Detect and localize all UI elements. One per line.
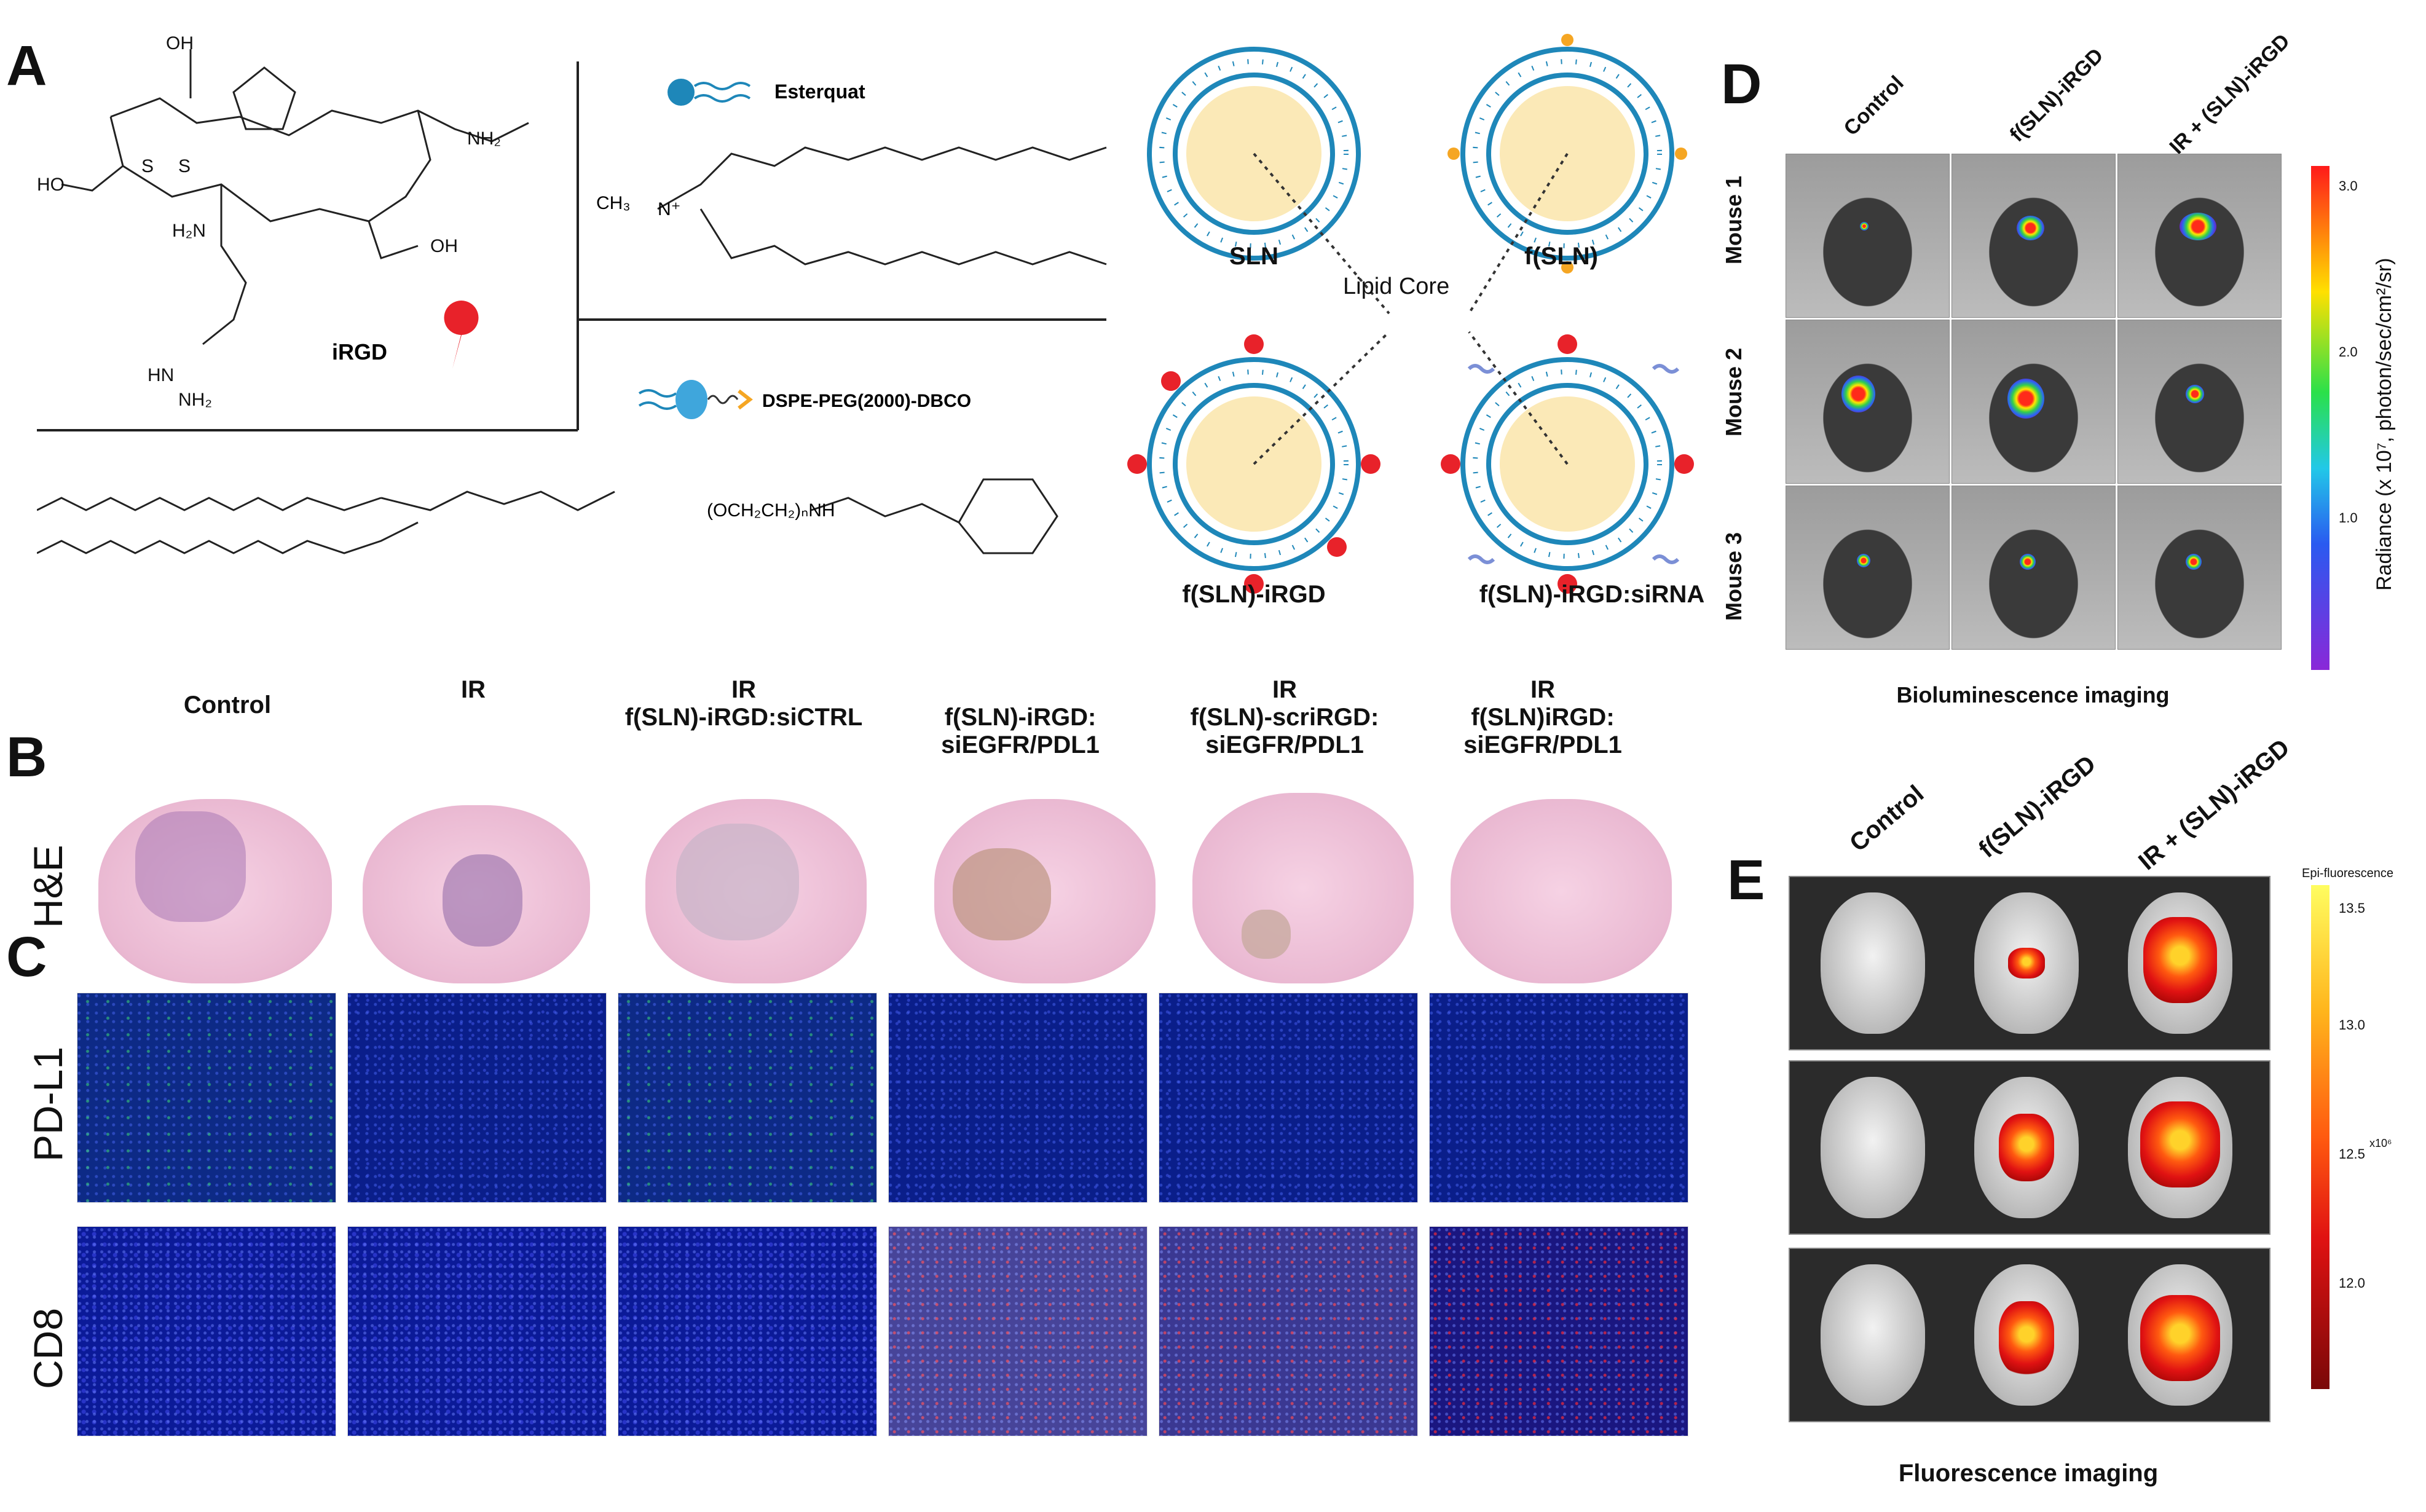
- d-row-mouse1: Mouse 1: [1721, 175, 1746, 264]
- lipid-core-label: Lipid Core: [1343, 274, 1450, 299]
- e-tick-130: 13.0: [2339, 1017, 2365, 1033]
- svg-text:OH: OH: [166, 33, 194, 53]
- cd8-tile-ir-sictrl: [618, 1226, 877, 1436]
- d-row-mouse3: Mouse 3: [1721, 532, 1746, 621]
- he-row-label: H&E: [25, 845, 71, 928]
- svg-text:HO: HO: [37, 175, 65, 195]
- he-section-sieegfr: [934, 799, 1156, 983]
- cd8-tile-ir: [347, 1226, 607, 1436]
- svg-text:S: S: [141, 156, 154, 176]
- e-tick-135: 13.5: [2339, 900, 2365, 916]
- cd8-row-label: CD8: [25, 1307, 71, 1389]
- svg-text:S: S: [178, 156, 191, 176]
- panel-label-a: A: [6, 34, 47, 97]
- dspe-peg-dbco-icon: [638, 380, 753, 419]
- svg-text:H₂N: H₂N: [172, 221, 206, 241]
- cond-sieegfr: f(SLN)-iRGD:siEGFR/PDL1: [941, 704, 1100, 758]
- pdl1-tile-sieegfr: [888, 993, 1148, 1203]
- he-section-ir: [363, 805, 590, 983]
- he-section-scrirgd: [1192, 793, 1414, 983]
- nanoparticle-schematics: [1127, 34, 1694, 594]
- cd8-tile-irgd: [1429, 1226, 1688, 1436]
- e-tick-125: 12.5: [2339, 1146, 2365, 1162]
- e-row1: [1789, 876, 2270, 1050]
- he-section-ir-sictrl: [645, 799, 867, 983]
- np-label-fsln: f(SLN): [1524, 243, 1598, 270]
- mouse3-ir-sln-irgd: [2117, 486, 2282, 650]
- cd8-tile-scrirgd: [1159, 1226, 1418, 1436]
- mouse2-fsln-irgd: [1951, 320, 2116, 484]
- d-col-control: Control: [1839, 71, 1908, 141]
- e-colorbar: [2311, 885, 2330, 1389]
- panel-label-c: C: [6, 926, 47, 988]
- d-colorbar-tick-1: 1.0: [2339, 510, 2358, 526]
- pdl1-row-label: PD-L1: [25, 1046, 71, 1162]
- fsln-particle: [1447, 34, 1687, 274]
- panel-label-b: B: [6, 726, 47, 789]
- panel-label-e: E: [1727, 849, 1765, 912]
- d-colorbar-tick-3: 3.0: [2339, 178, 2358, 194]
- mouse2-ir-sln-irgd: [2117, 320, 2282, 484]
- mouse2-control: [1786, 320, 1950, 484]
- irgd-label: iRGD: [332, 339, 387, 364]
- he-section-control: [98, 799, 332, 983]
- panel-label-d: D: [1721, 53, 1762, 116]
- e-col-fsln-irgd: f(SLN)-iRGD: [1974, 750, 2101, 864]
- pdl1-tile-ir-sictrl: [618, 993, 877, 1203]
- np-label-fsln-irgd: f(SLN)-iRGD: [1182, 581, 1326, 608]
- dspe-label: DSPE-PEG(2000)-DBCO: [762, 391, 971, 411]
- d-colorbar: [2311, 166, 2330, 670]
- esterquat-label: Esterquat: [774, 81, 865, 103]
- e-colorbar-title: Epi-fluorescence: [2302, 867, 2393, 880]
- mouse1-ir-sln-irgd: [2117, 154, 2282, 318]
- mouse3-control: [1786, 486, 1950, 650]
- cond-control: Control: [183, 691, 272, 719]
- fsln-irgd-particle: [1127, 334, 1380, 594]
- cd8-tile-sieegfr: [888, 1226, 1148, 1436]
- mouse3-fsln-irgd: [1951, 486, 2116, 650]
- mouse1-fsln-irgd: [1951, 154, 2116, 318]
- he-section-irgd: [1451, 799, 1672, 983]
- pdl1-tile-scrirgd: [1159, 993, 1418, 1203]
- svg-text:NH₂: NH₂: [467, 128, 501, 149]
- np-label-sln: SLN: [1229, 243, 1278, 270]
- mouse1-control: [1786, 154, 1950, 318]
- d-col-fsln-irgd: f(SLN)-iRGD: [2005, 44, 2108, 147]
- esterquat-icon: [668, 79, 751, 106]
- e-row2: [1789, 1060, 2270, 1235]
- svg-text:OH: OH: [430, 236, 458, 256]
- pdl1-tile-ir: [347, 993, 607, 1203]
- d-row-mouse2: Mouse 2: [1721, 347, 1746, 436]
- fsln-irgd-sirna-particle: [1441, 334, 1694, 594]
- np-label-fsln-irgd-sirna: f(SLN)-iRGD:siRNA: [1479, 581, 1705, 608]
- d-caption: Bioluminescence imaging: [1896, 682, 2170, 707]
- e-col-ir-sln-irgd: IR + (SLN)-iRGD: [2133, 734, 2295, 876]
- peg-chain-text: (OCH₂CH₂)ₙNH: [707, 500, 835, 521]
- d-colorbar-label: Radiance (x 10⁷, photon/sec/cm²/sr): [2373, 258, 2396, 591]
- e-colorbar-exp: x10⁶: [2369, 1137, 2392, 1149]
- e-caption: Fluorescence imaging: [1898, 1460, 2159, 1487]
- pdl1-tile-irgd: [1429, 993, 1688, 1203]
- pdl1-tile-control: [77, 993, 336, 1203]
- e-row3: [1789, 1248, 2270, 1422]
- svg-text:N⁺: N⁺: [658, 199, 681, 219]
- cond-ir: IR: [461, 676, 486, 703]
- cd8-tile-control: [77, 1226, 336, 1436]
- d-colorbar-tick-2: 2.0: [2339, 344, 2358, 360]
- irgd-drop-icon: [444, 301, 479, 369]
- e-tick-120: 12.0: [2339, 1275, 2365, 1291]
- e-col-control: Control: [1845, 780, 1929, 857]
- svg-text:HN: HN: [148, 365, 174, 385]
- d-col-ir-sln-irgd: IR + (SLN)-iRGD: [2165, 29, 2294, 159]
- svg-text:CH₃: CH₃: [596, 193, 631, 213]
- svg-text:NH₂: NH₂: [178, 390, 212, 410]
